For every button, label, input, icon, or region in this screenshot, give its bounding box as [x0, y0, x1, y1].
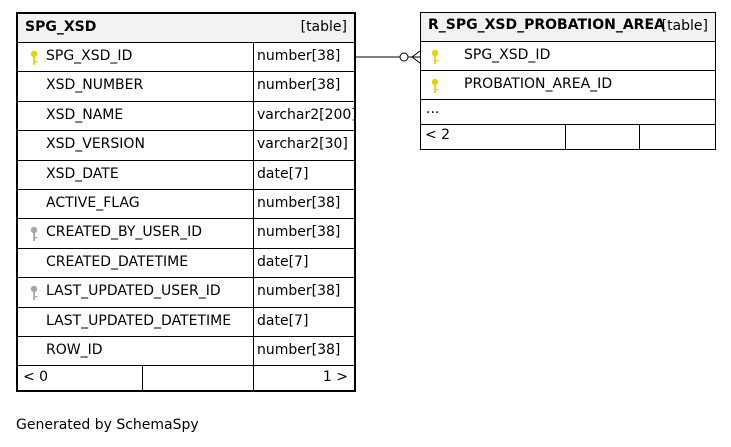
footer-divider [565, 124, 566, 149]
column-type: date[7] [257, 165, 309, 182]
column-type: number[38] [257, 224, 341, 241]
column-name: PROBATION_AREA_ID [464, 76, 613, 92]
column-row[interactable]: CREATED_DATETIME date[7] [18, 249, 354, 279]
zero-cardinality-circle [399, 52, 409, 62]
foreign-key-icon [29, 285, 41, 301]
column-type: number[38] [257, 283, 341, 300]
column-name: LAST_UPDATED_DATETIME [46, 312, 232, 329]
table-title: R_SPG_XSD_PROBATION_AREA [428, 17, 665, 33]
column-type: varchar2[30] [257, 136, 348, 153]
column-name: LAST_UPDATED_USER_ID [46, 283, 221, 300]
column-name: CREATED_BY_USER_ID [46, 224, 203, 241]
crows-foot-upper [411, 50, 421, 58]
table-title: SPG_XSD [25, 19, 97, 35]
footer-parents-count[interactable]: 1 > [322, 369, 348, 385]
column-row[interactable]: XSD_DATE date[7] [18, 161, 354, 190]
table-header: R_SPG_XSD_PROBATION_AREA [table] [421, 13, 715, 42]
column-type: number[38] [257, 342, 341, 358]
column-name: XSD_DATE [46, 165, 119, 182]
column-row[interactable]: LAST_UPDATED_DATETIME date[7] [18, 308, 354, 337]
generated-by-caption: Generated by SchemaSpy [16, 417, 199, 433]
table-r-spg-xsd-probation-area[interactable]: R_SPG_XSD_PROBATION_AREA [table] SPG_XSD… [420, 12, 716, 150]
column-type: number[38] [257, 195, 341, 211]
column-row[interactable]: ROW_ID number[38] [18, 337, 354, 367]
column-row[interactable]: LAST_UPDATED_USER_ID number[38] [18, 278, 354, 308]
column-name: ACTIVE_FLAG [46, 195, 140, 211]
column-row[interactable]: XSD_NAME varchar2[200] [18, 102, 354, 132]
column-row[interactable]: SPG_XSD_ID [421, 42, 715, 71]
column-name: SPG_XSD_ID [46, 48, 133, 64]
column-row[interactable]: SPG_XSD_ID number[38] [18, 43, 354, 73]
footer-divider [142, 366, 143, 390]
crows-foot-lower [411, 56, 421, 64]
column-type: date[7] [257, 253, 309, 270]
footer-children-count[interactable]: < 2 [425, 127, 451, 143]
primary-key-icon [430, 78, 442, 94]
column-name: SPG_XSD_ID [464, 47, 551, 63]
footer-children-count[interactable]: < 0 [23, 369, 49, 385]
column-type: number[38] [257, 77, 341, 94]
column-row[interactable]: XSD_VERSION varchar2[30] [18, 131, 354, 161]
column-divider [253, 43, 254, 390]
column-row[interactable]: XSD_NUMBER number[38] [18, 72, 354, 102]
column-name: XSD_NUMBER [46, 77, 144, 94]
column-row[interactable]: ACTIVE_FLAG number[38] [18, 190, 354, 220]
table-kind: [table] [661, 18, 708, 34]
column-name: XSD_VERSION [46, 136, 145, 153]
footer-separator [421, 124, 715, 125]
primary-key-icon [29, 50, 41, 66]
table-header: SPG_XSD [table] [18, 14, 354, 43]
column-row[interactable]: CREATED_BY_USER_ID number[38] [18, 219, 354, 249]
table-kind: [table] [300, 19, 347, 35]
more-columns-ellipsis: ... [426, 101, 440, 117]
column-type: number[38] [257, 48, 341, 64]
footer-divider [639, 124, 640, 149]
foreign-key-icon [29, 226, 41, 242]
column-name: XSD_NAME [46, 106, 124, 123]
column-name: CREATED_DATETIME [46, 253, 189, 270]
column-type: varchar2[200] [257, 106, 354, 123]
column-name: ROW_ID [46, 342, 103, 358]
primary-key-icon [430, 49, 442, 65]
column-type: date[7] [257, 312, 309, 329]
column-row[interactable]: PROBATION_AREA_ID [421, 71, 715, 100]
